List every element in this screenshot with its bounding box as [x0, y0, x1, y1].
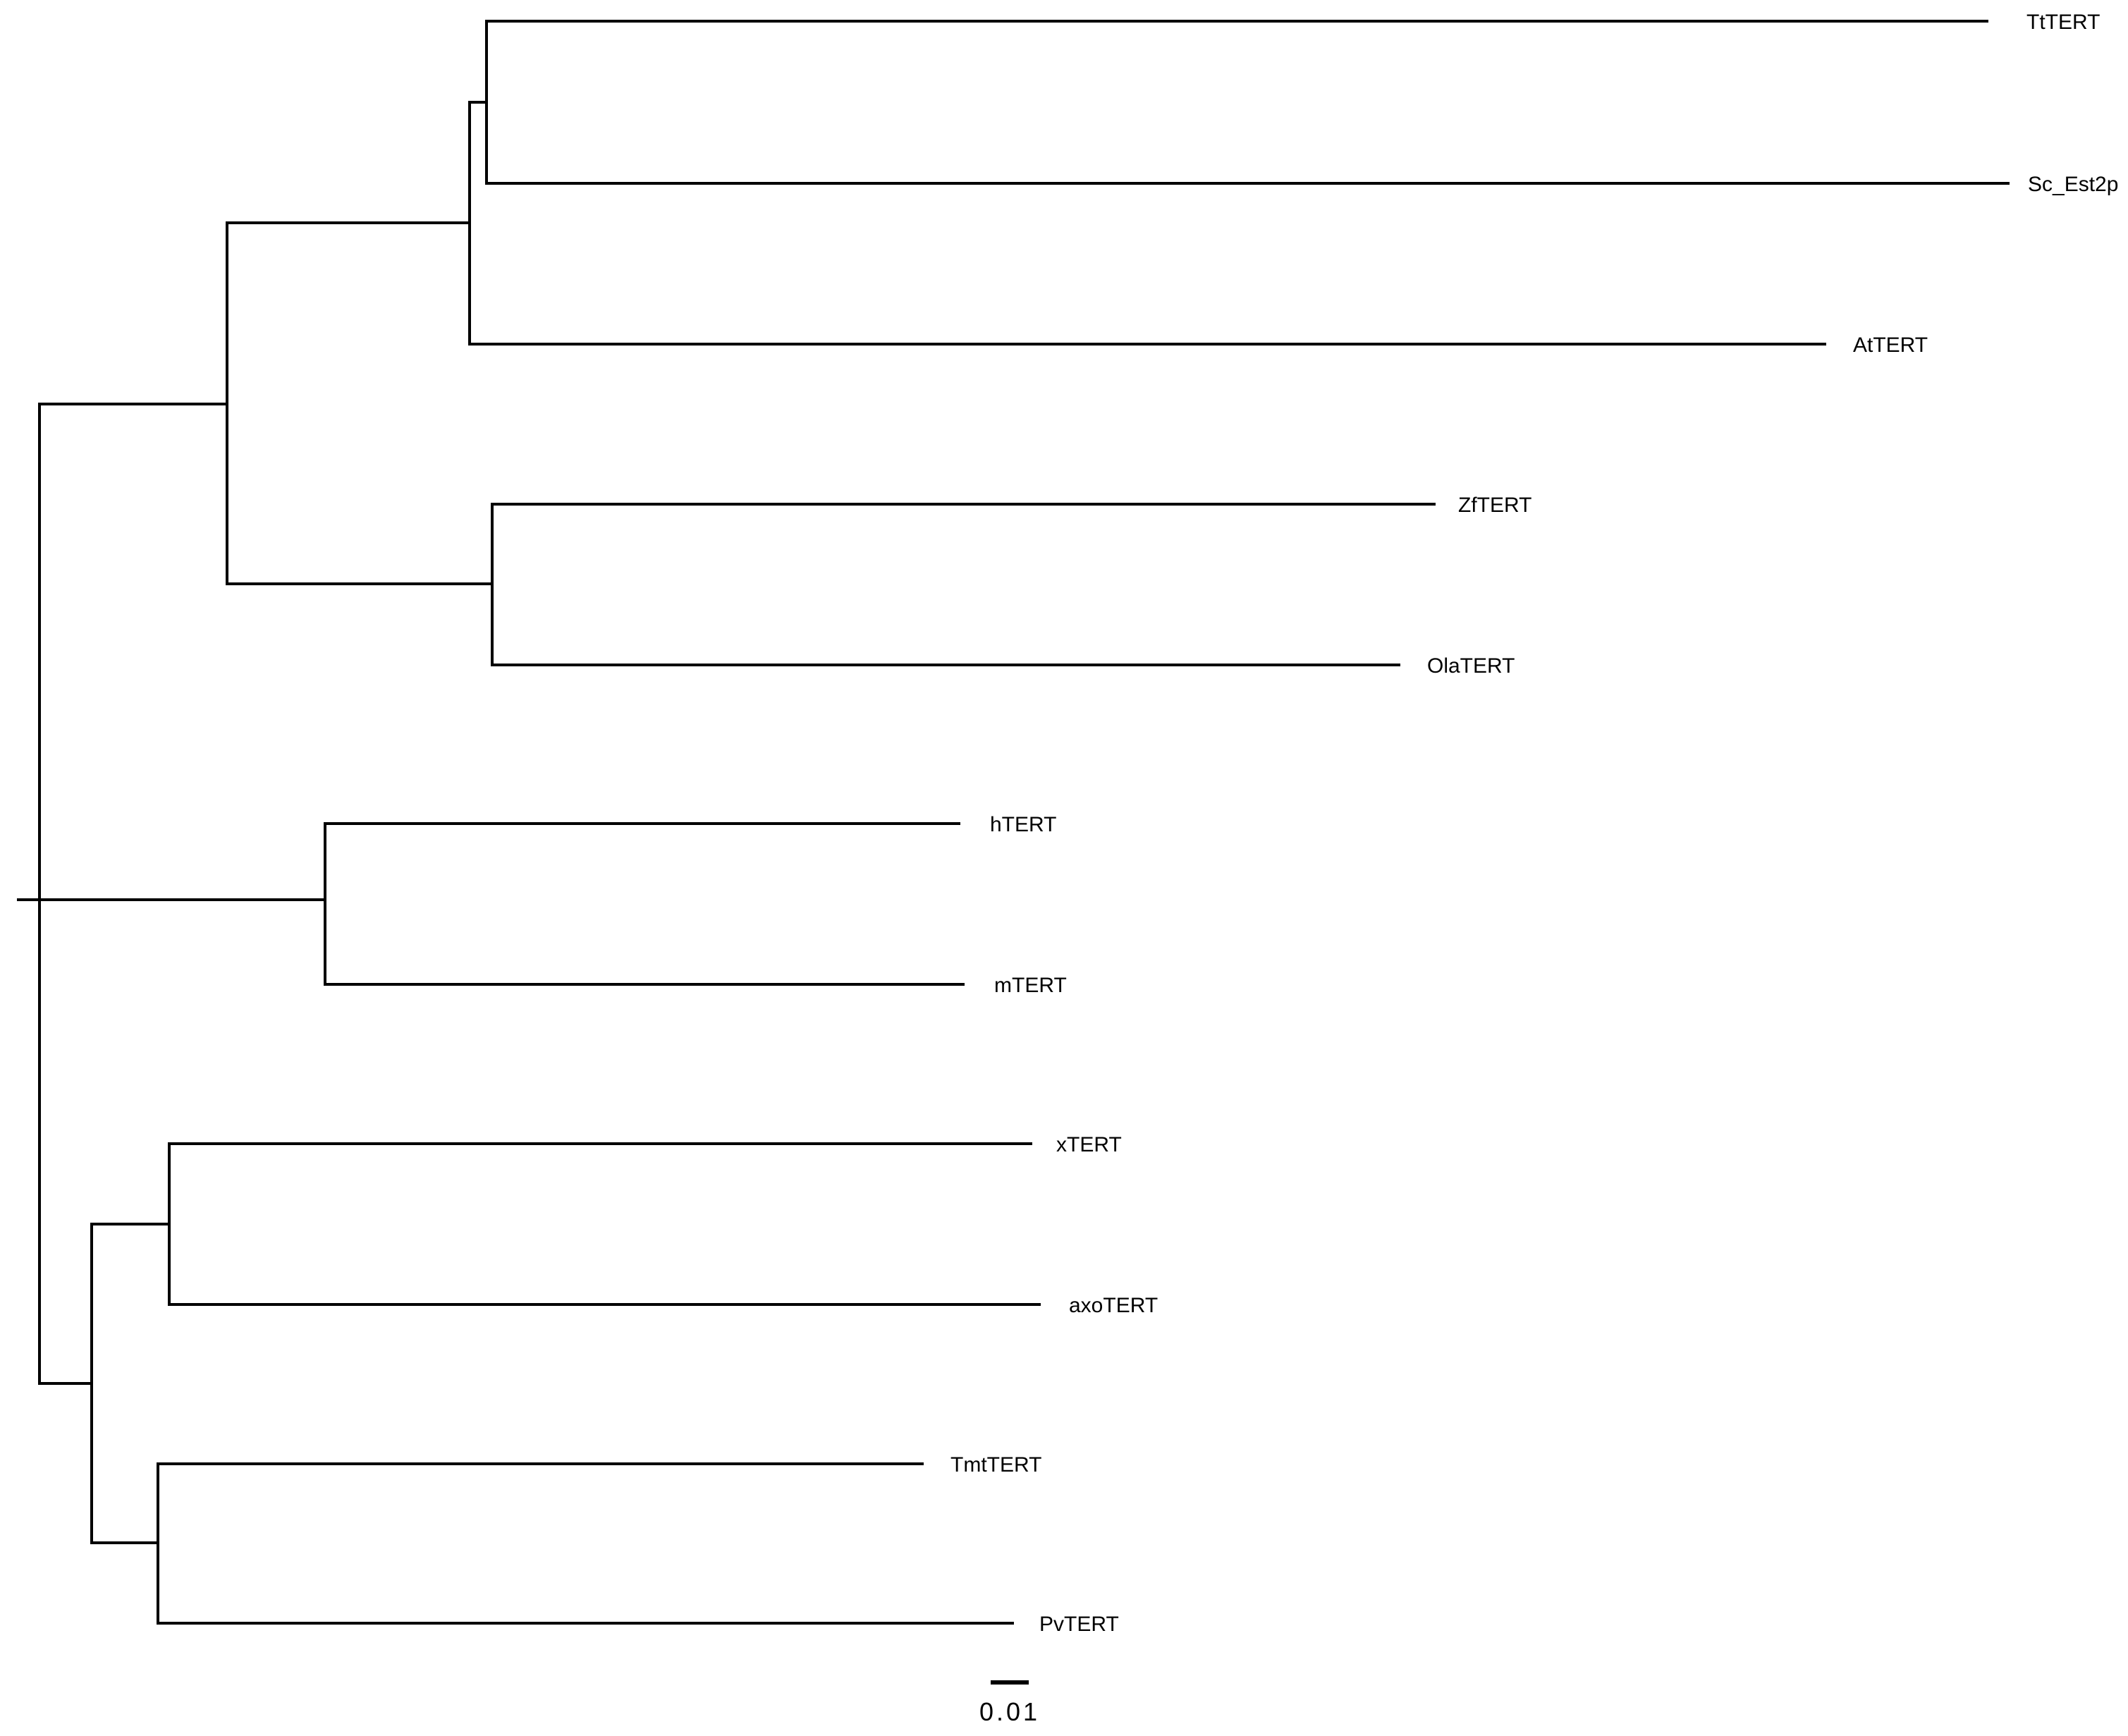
leaf-label-axo: axoTERT: [1069, 1294, 1158, 1317]
leaf-label-at: AtTERT: [1853, 334, 1928, 357]
leaf-label-tmt: TmtTERT: [950, 1453, 1041, 1477]
leaf-label-tt: TtTERT: [2026, 11, 2100, 34]
leaf-label-zf: ZfTERT: [1458, 494, 1531, 517]
scale-bar-label: 0.01: [979, 1697, 1040, 1726]
leaf-label-ola: OlaTERT: [1427, 654, 1515, 678]
leaf-label-x: xTERT: [1056, 1133, 1122, 1156]
leaf-label-h: hTERT: [990, 813, 1056, 836]
leaf-label-pv: PvTERT: [1039, 1613, 1119, 1636]
leaf-label-sc: Sc_Est2p: [2028, 173, 2118, 196]
leaf-label-m: mTERT: [994, 974, 1067, 997]
